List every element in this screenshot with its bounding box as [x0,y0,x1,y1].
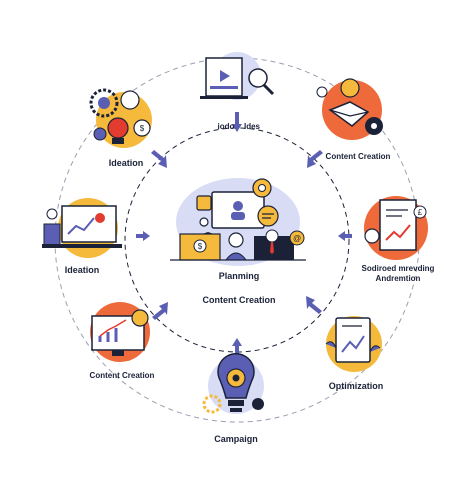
optimization-label: Optimization [328,381,384,391]
strategy-right-node: £ [364,196,428,260]
content-creation-bottom-left-label: Content Creation [89,371,155,380]
center-content-creation-label: Content Creation [202,295,276,305]
inward-arrows [136,112,352,356]
arrow-bottom-left [152,302,168,320]
center-planning-label: Planming [218,271,260,281]
content-creation-top-right-node [316,78,383,140]
svg-text:@: @ [293,234,301,243]
optimization-node [325,316,382,372]
bulb-icon [107,117,129,139]
video-label-left: iodo [217,122,235,131]
arrow-top-left [151,150,167,168]
svg-text:£: £ [418,208,423,217]
badge-icon [364,228,380,244]
magnifier-icon [248,68,268,88]
svg-text:$: $ [198,242,203,251]
center-planning-illustration: $ @ [170,178,306,266]
video-label-right: Ides [243,122,260,131]
clipboard-icon [379,199,417,251]
person-icon [228,232,244,248]
campaign-label: Campaign [214,434,258,444]
gear-icon [89,88,119,118]
ideation-top-label: Ideation [108,158,144,168]
strategy-label-line2: Andremtion [375,274,421,283]
arrow-right [338,231,352,241]
content-creation-top-right-label: Content Creation [325,152,391,161]
ideation-top-node: $ [89,88,152,148]
arrow-top [232,112,242,132]
arrow-top-right [307,150,323,168]
content-creation-bottom-left-node [90,302,150,362]
gear-icon [202,394,222,414]
chat-bubble-icon [257,205,279,227]
campaign-node [202,353,264,414]
strategy-label-line1: Sodiroed mrevding [361,264,435,273]
video-top-node [200,52,275,100]
arrow-bottom-right [306,296,322,314]
ideation-left-label: Ideation [64,265,100,275]
svg-text:$: $ [140,124,145,133]
arrow-left [136,231,150,241]
ideation-left-node [42,198,122,258]
tablet-icon [335,317,371,363]
lightbulb-icon [340,78,360,98]
arrow-bottom [232,338,242,356]
